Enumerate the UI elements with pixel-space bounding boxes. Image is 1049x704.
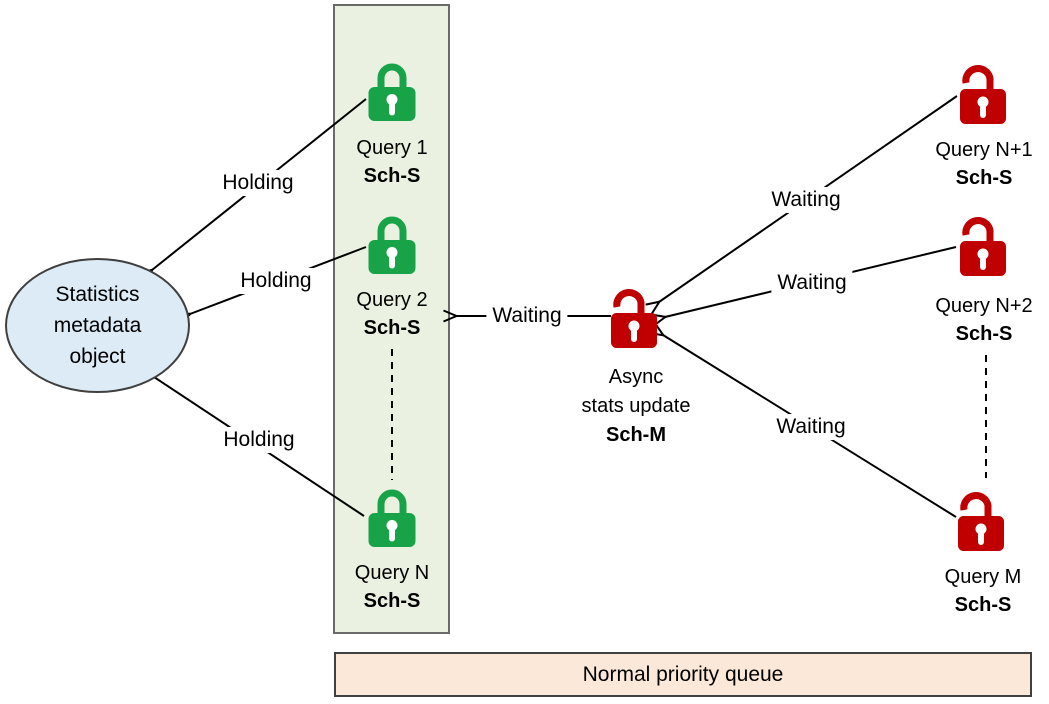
ellipse-text-line: object	[69, 345, 126, 368]
caption-query-1: Query 1 Sch-S	[312, 134, 472, 190]
blocker-name-line1: Async	[608, 366, 664, 388]
query-name: Query M	[944, 566, 1022, 588]
query-name: Query N+2	[935, 295, 1033, 317]
edge-label-waiting-async: Waiting	[486, 303, 568, 329]
ellipse-text-line: Statistics	[55, 283, 140, 306]
query-name: Query N	[354, 562, 430, 584]
query-name: Query 2	[356, 289, 428, 311]
edge-label-holding-3: Holding	[217, 427, 301, 453]
caption-query-N2: Query N+2 Sch-S	[904, 292, 1049, 348]
lock-icon-query-N	[368, 484, 416, 548]
lock-mode: Sch-S	[363, 590, 421, 612]
statistics-metadata-object: Statistics metadata object	[5, 258, 190, 393]
lock-mode: Sch-S	[954, 594, 1012, 616]
lock-icon-async-stats-update	[609, 281, 661, 349]
caption-query-M: Query M Sch-S	[903, 563, 1049, 619]
lock-mode: Sch-S	[363, 317, 421, 339]
edge-label-holding-2: Holding	[234, 268, 318, 294]
lock-icon-query-M	[956, 484, 1008, 552]
caption-async-stats-update: Async stats update Sch-M	[546, 363, 726, 450]
ellipse-text-line: metadata	[53, 314, 142, 337]
caption-query-N1: Query N+1 Sch-S	[904, 136, 1049, 192]
blocker-name-line2: stats update	[581, 395, 691, 417]
lock-mode: Sch-S	[363, 165, 421, 187]
caption-query-N: Query N Sch-S	[312, 559, 472, 615]
normal-priority-queue-bar: Normal priority queue	[334, 652, 1032, 697]
edge-label-holding-1: Holding	[216, 170, 300, 196]
lock-icon-query-N1	[958, 57, 1010, 125]
lock-icon-query-2	[368, 211, 416, 275]
edge-label-waiting-1: Waiting	[765, 187, 847, 213]
edge-label-waiting-2: Waiting	[771, 270, 853, 296]
lock-icon-query-1	[368, 58, 416, 122]
lock-mode: Sch-S	[955, 323, 1013, 345]
edge-label-waiting-3: Waiting	[770, 414, 852, 440]
normal-priority-queue-label: Normal priority queue	[582, 662, 784, 686]
lock-mode: Sch-M	[606, 424, 666, 446]
query-name: Query 1	[356, 137, 428, 159]
query-name: Query N+1	[935, 139, 1033, 161]
caption-query-2: Query 2 Sch-S	[312, 286, 472, 342]
lock-mode: Sch-S	[955, 167, 1013, 189]
lock-icon-query-N2	[958, 209, 1010, 277]
